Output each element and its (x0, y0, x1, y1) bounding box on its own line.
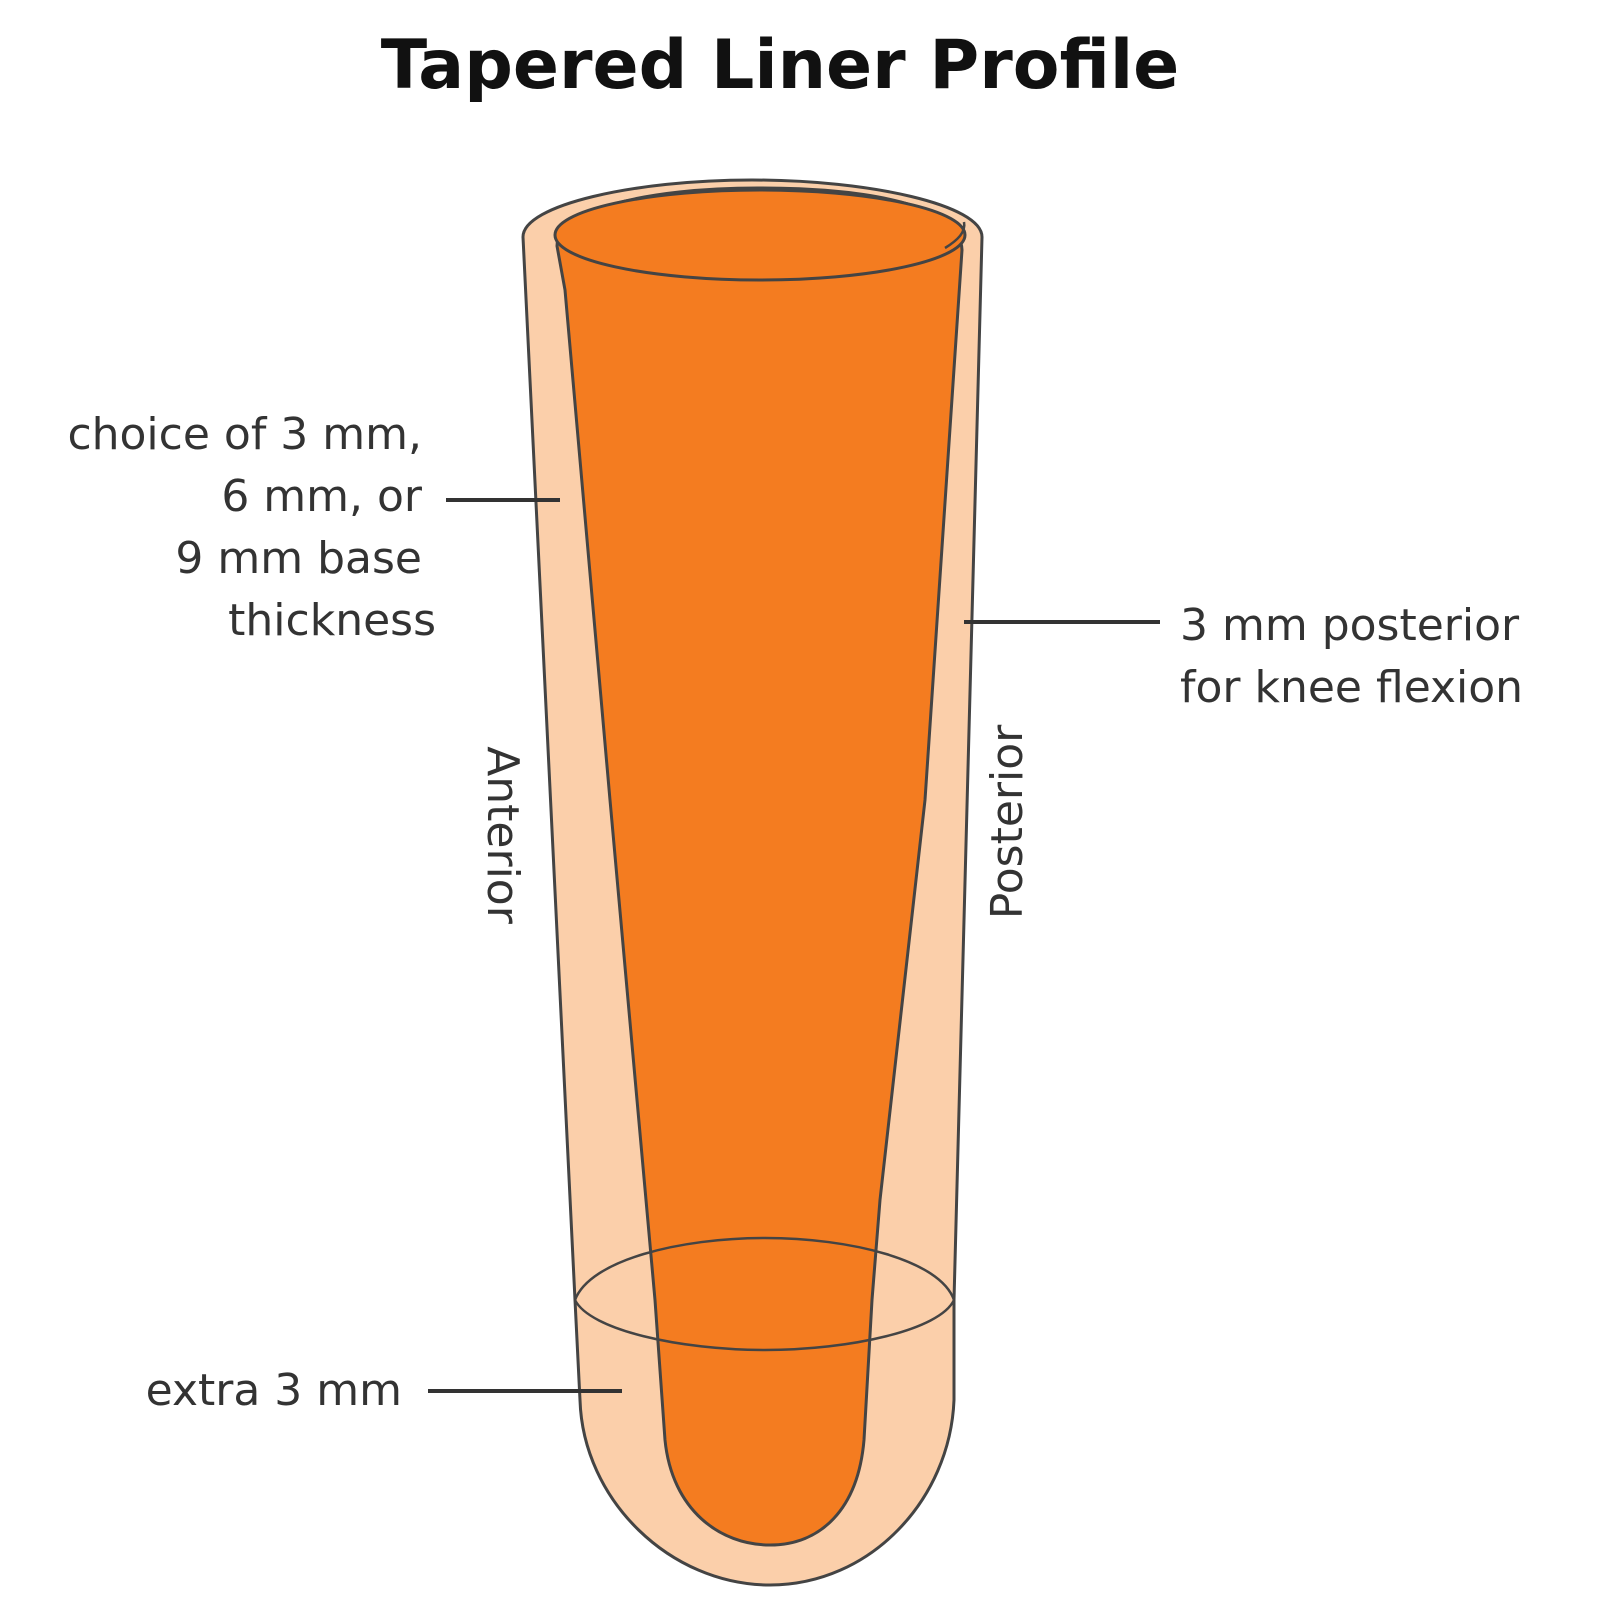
diagram-title: Tapered Liner Profile (381, 26, 1180, 105)
liner-opening-rim (553, 188, 967, 282)
posterior-label: Posterior (982, 724, 1033, 919)
distal-band-back (573, 1236, 956, 1301)
liner-opening-lip (944, 221, 966, 250)
base-thickness-line-3: 9 mm base (175, 533, 422, 584)
base-thickness-line-2: 6 mm, or (221, 471, 423, 522)
extra-label: extra 3 mm (146, 1365, 402, 1416)
base-thickness-line-1: choice of 3 mm, (67, 409, 422, 460)
posterior-note-line-1: 3 mm posterior (1180, 600, 1520, 651)
posterior-note-line-2: for knee flexion (1180, 662, 1523, 713)
distal-band-front (573, 1299, 956, 1352)
base-thickness-line-4: thickness (228, 595, 436, 646)
anterior-label: Anterior (477, 746, 528, 925)
base-thickness-label: choice of 3 mm, 6 mm, or 9 mm base thick… (67, 409, 436, 646)
posterior-note-label: 3 mm posterior for knee flexion (1180, 600, 1533, 713)
